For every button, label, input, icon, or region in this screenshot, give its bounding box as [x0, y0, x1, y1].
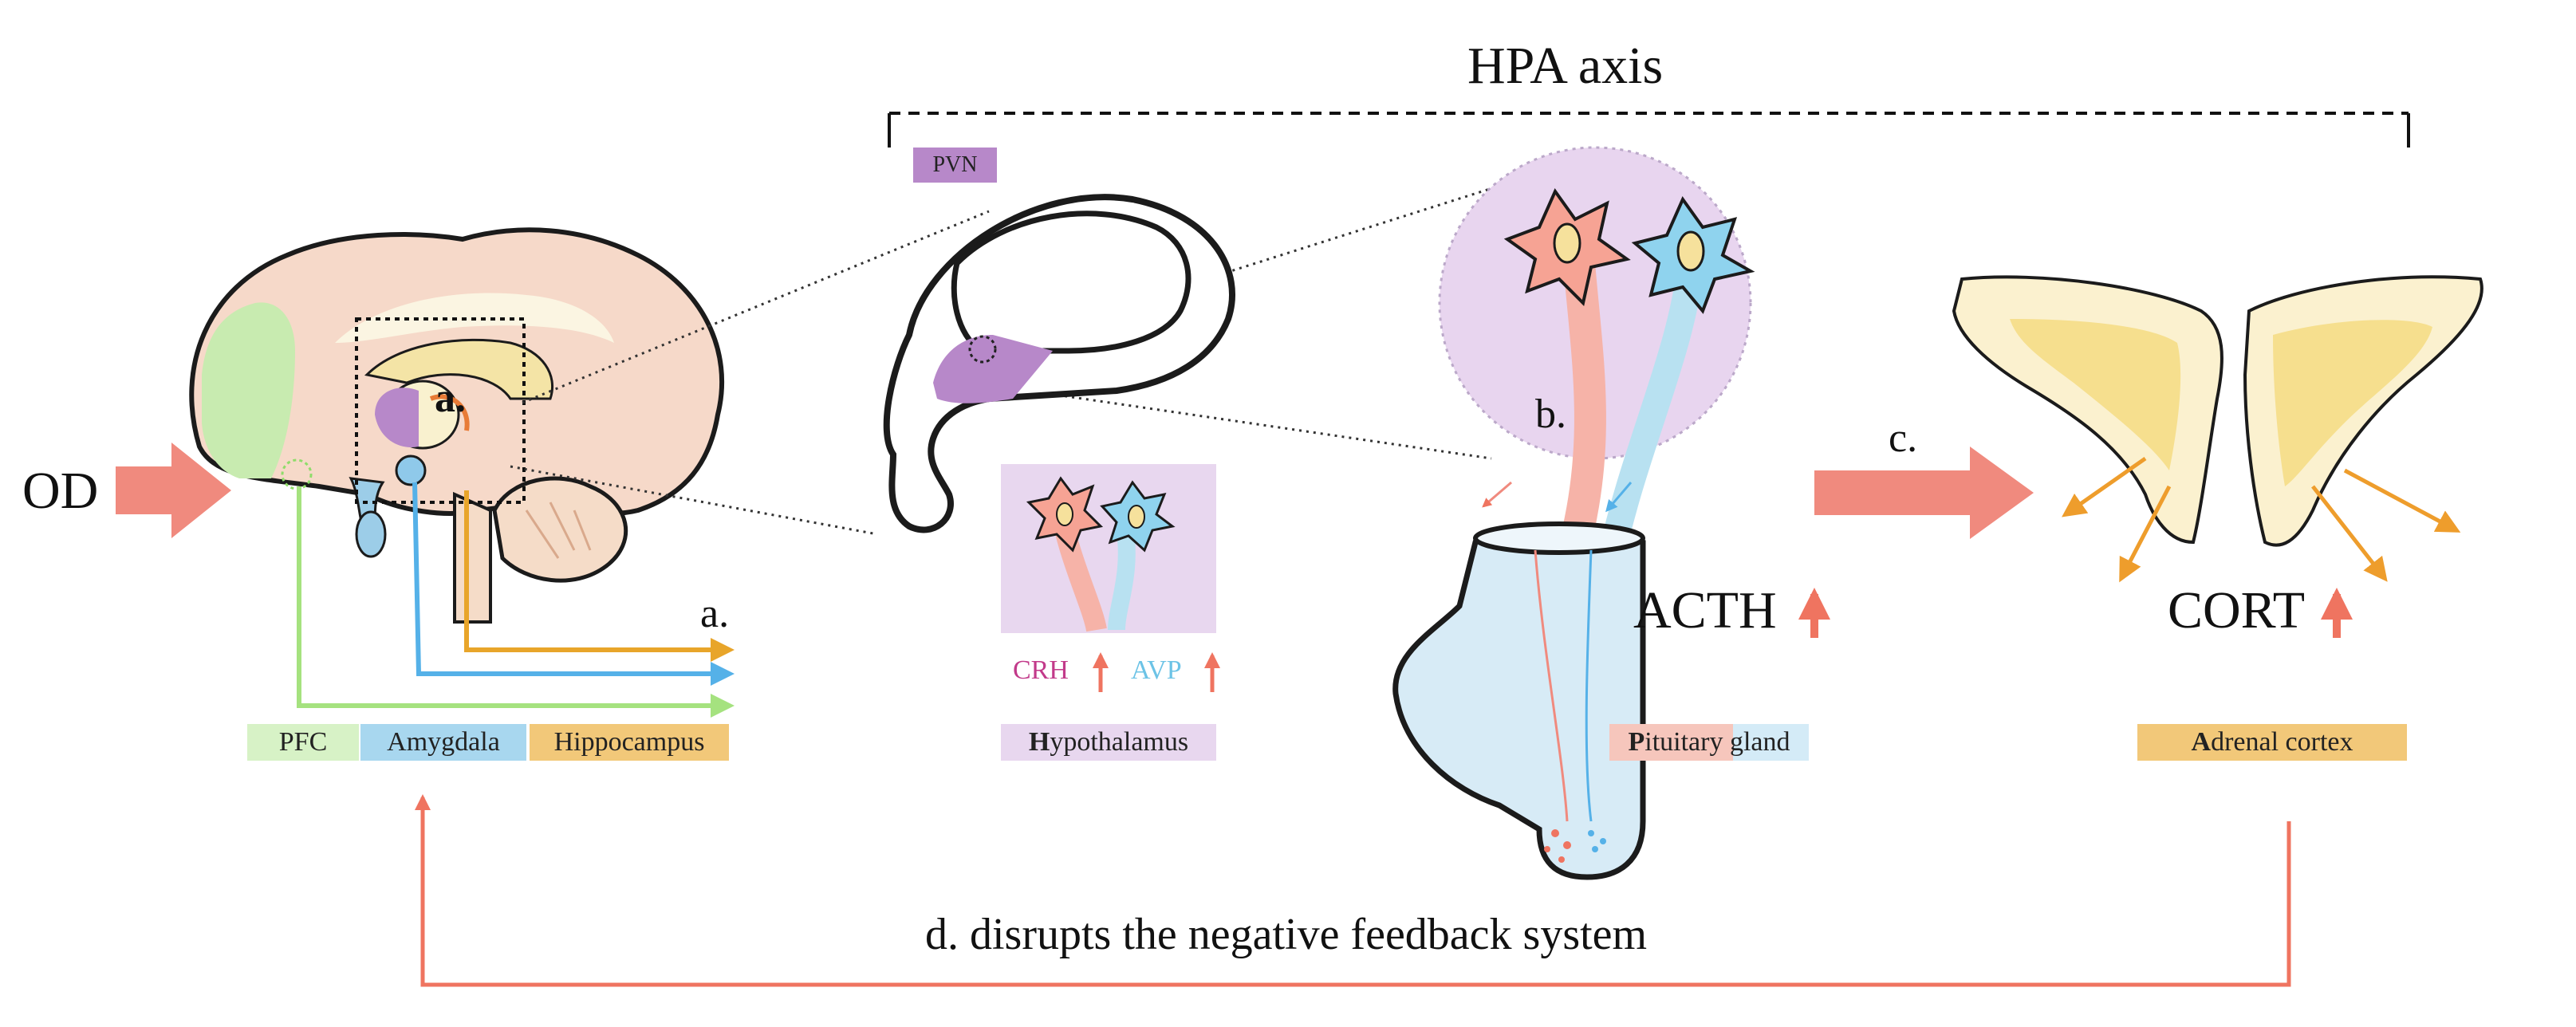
brain-output-arrows — [297, 482, 735, 718]
pituitary-to-adrenal-arrow — [1814, 447, 2034, 539]
acth-label: ACTH — [1633, 581, 1777, 639]
hpa-axis-title: HPA axis — [1467, 37, 1664, 95]
adrenal-cortex-illustration — [1952, 275, 2483, 583]
pituitary-neuron-circle — [1438, 146, 1755, 563]
step-b-label: b. — [1535, 392, 1566, 437]
crh-avp-up-arrows — [1093, 652, 1220, 692]
negative-feedback-arrow — [415, 794, 2291, 987]
amygdala-label: Amygdala — [360, 724, 526, 761]
adrenal-cortex-label: Adrenal cortex — [2137, 724, 2407, 761]
step-a-label-brain: a. — [435, 376, 466, 421]
pituitary-gland-label: Pituitary gland — [1609, 724, 1809, 761]
pfc-label: PFC — [247, 724, 359, 761]
feedback-text: d. disrupts the negative feedback system — [925, 910, 1648, 959]
hpa-axis-bracket — [888, 112, 2410, 148]
brain-illustration — [189, 227, 725, 624]
pvn-tag — [913, 148, 997, 183]
hypothalamus-neuron-panel — [1001, 464, 1216, 633]
step-c-label: c. — [1889, 415, 1918, 461]
pituitary-gland — [1392, 481, 1646, 880]
hypothalamus-label: Hypothalamus — [1001, 724, 1216, 761]
avp-label: AVP — [1131, 655, 1182, 685]
od-label: OD — [22, 462, 99, 520]
crh-label: CRH — [1013, 655, 1069, 685]
pvn-label: PVN — [932, 152, 978, 177]
cort-label: CORT — [2168, 581, 2306, 639]
zoom-lines — [510, 182, 1508, 536]
hypothalamus-magnified — [883, 194, 1235, 533]
hippocampus-label: Hippocampus — [530, 724, 729, 761]
od-input-arrow — [116, 443, 231, 538]
step-a-label-arrows: a. — [700, 591, 730, 636]
